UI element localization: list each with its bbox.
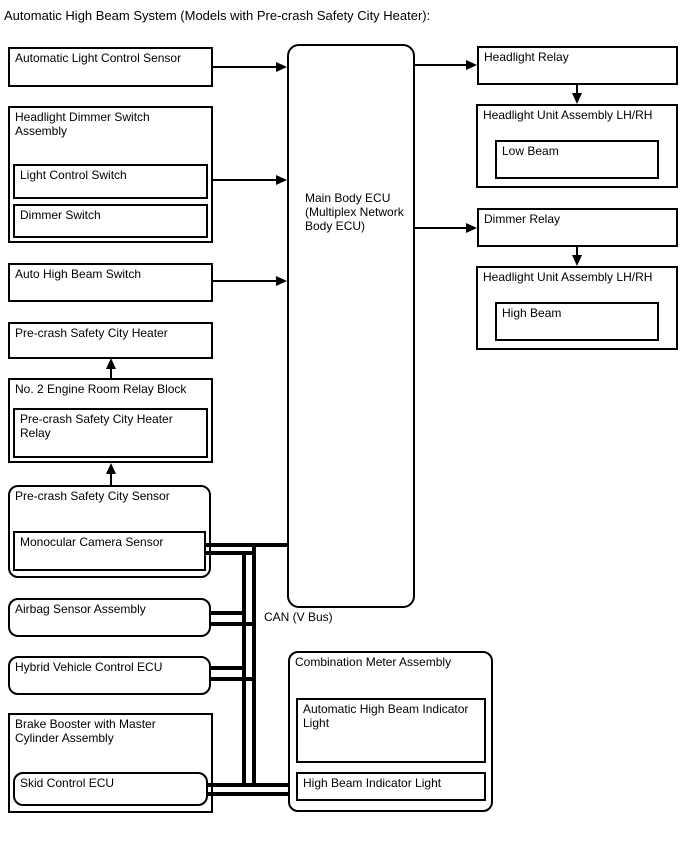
node-pre-crash-safety-city-sensor: Pre-crash Safety City Sensor Monocular C… bbox=[8, 485, 211, 578]
can-bus-hybrid-upper bbox=[211, 666, 246, 670]
can-bus-airbag-lower bbox=[211, 622, 256, 626]
arrowhead-right-icon bbox=[466, 223, 477, 233]
node-brake-booster-with-master-cylinder-assembly: Brake Booster with Master Cylinder Assem… bbox=[8, 713, 213, 813]
node-light-control-switch-label: Light Control Switch bbox=[20, 168, 127, 182]
node-headlight-relay: Headlight Relay bbox=[477, 46, 678, 85]
node-headlight-dimmer-switch-assembly: Headlight Dimmer Switch Assembly Light C… bbox=[8, 106, 213, 243]
node-high-beam-indicator-light-label: High Beam Indicator Light bbox=[303, 776, 442, 790]
arrow-line bbox=[110, 367, 112, 378]
node-headlight-unit-assembly-high-label: Headlight Unit Assembly LH/RH bbox=[483, 270, 653, 284]
arrow-line bbox=[213, 179, 277, 181]
arrowhead-right-icon bbox=[276, 276, 287, 286]
node-monocular-camera-sensor: Monocular Camera Sensor bbox=[13, 531, 206, 571]
node-pre-crash-safety-city-heater-relay: Pre-crash Safety City Heater Relay bbox=[13, 408, 208, 458]
node-auto-high-beam-switch-label: Auto High Beam Switch bbox=[15, 267, 142, 281]
can-bus-label: CAN (V Bus) bbox=[264, 610, 333, 624]
node-headlight-unit-assembly-high: Headlight Unit Assembly LH/RH High Beam bbox=[476, 266, 678, 350]
node-main-body-ecu: Main Body ECU (Multiplex Network Body EC… bbox=[287, 44, 415, 608]
node-headlight-unit-assembly-low: Headlight Unit Assembly LH/RH Low Beam bbox=[476, 104, 678, 188]
node-airbag-sensor-assembly: Airbag Sensor Assembly bbox=[8, 598, 211, 637]
node-dimmer-relay: Dimmer Relay bbox=[477, 208, 678, 247]
arrow-line bbox=[415, 64, 467, 66]
node-skid-control-ecu-label: Skid Control ECU bbox=[20, 776, 115, 790]
can-bus-airbag-upper bbox=[211, 611, 246, 615]
arrow-line bbox=[110, 472, 112, 485]
node-pre-crash-safety-city-heater-relay-label: Pre-crash Safety City Heater Relay bbox=[20, 412, 173, 440]
can-bus-camera-lower bbox=[206, 551, 256, 555]
arrowhead-up-icon bbox=[106, 463, 116, 474]
node-headlight-unit-assembly-low-label: Headlight Unit Assembly LH/RH bbox=[483, 108, 653, 122]
node-combination-meter-assembly: Combination Meter Assembly Automatic Hig… bbox=[288, 651, 493, 812]
can-bus-trunk-right bbox=[252, 543, 256, 787]
node-dimmer-relay-label: Dimmer Relay bbox=[484, 212, 561, 226]
diagram-title: Automatic High Beam System (Models with … bbox=[4, 8, 431, 23]
node-pre-crash-safety-city-heater-label: Pre-crash Safety City Heater bbox=[15, 326, 168, 340]
node-skid-control-ecu: Skid Control ECU bbox=[13, 772, 208, 806]
can-bus-skid-upper bbox=[207, 783, 288, 787]
node-pre-crash-safety-city-heater: Pre-crash Safety City Heater bbox=[8, 322, 213, 359]
node-headlight-relay-label: Headlight Relay bbox=[484, 50, 569, 64]
node-automatic-high-beam-indicator-light-label: Automatic High Beam Indicator Light bbox=[303, 702, 469, 730]
node-monocular-camera-sensor-label: Monocular Camera Sensor bbox=[20, 535, 164, 549]
arrowhead-right-icon bbox=[276, 175, 287, 185]
node-light-control-switch: Light Control Switch bbox=[13, 164, 208, 199]
arrow-line bbox=[213, 66, 277, 68]
node-dimmer-switch-label: Dimmer Switch bbox=[20, 208, 101, 222]
node-dimmer-switch: Dimmer Switch bbox=[13, 204, 208, 238]
node-auto-high-beam-switch: Auto High Beam Switch bbox=[8, 263, 213, 302]
node-combination-meter-assembly-label: Combination Meter Assembly bbox=[295, 655, 452, 669]
arrow-line bbox=[213, 280, 277, 282]
node-pre-crash-safety-city-sensor-label: Pre-crash Safety City Sensor bbox=[15, 489, 170, 503]
node-low-beam-label: Low Beam bbox=[502, 144, 559, 158]
arrowhead-down-icon bbox=[572, 93, 582, 104]
node-no2-engine-room-relay-block-label: No. 2 Engine Room Relay Block bbox=[15, 382, 187, 396]
node-high-beam-label: High Beam bbox=[502, 306, 562, 320]
node-main-body-ecu-label: Main Body ECU (Multiplex Network Body EC… bbox=[305, 191, 404, 233]
arrowhead-right-icon bbox=[276, 62, 287, 72]
node-automatic-high-beam-indicator-light: Automatic High Beam Indicator Light bbox=[296, 698, 486, 763]
node-high-beam: High Beam bbox=[495, 302, 659, 341]
arrowhead-down-icon bbox=[572, 255, 582, 266]
arrow-line bbox=[576, 85, 578, 95]
node-no2-engine-room-relay-block: No. 2 Engine Room Relay Block Pre-crash … bbox=[8, 378, 213, 463]
can-bus-skid-lower bbox=[207, 792, 288, 796]
node-brake-booster-with-master-cylinder-assembly-label: Brake Booster with Master Cylinder Assem… bbox=[15, 717, 156, 745]
node-hybrid-vehicle-control-ecu: Hybrid Vehicle Control ECU bbox=[8, 656, 211, 695]
can-bus-camera-upper bbox=[206, 543, 287, 547]
node-automatic-light-control-sensor: Automatic Light Control Sensor bbox=[8, 47, 213, 87]
arrowhead-up-icon bbox=[106, 358, 116, 369]
node-airbag-sensor-assembly-label: Airbag Sensor Assembly bbox=[15, 602, 146, 616]
node-low-beam: Low Beam bbox=[495, 140, 659, 179]
arrowhead-right-icon bbox=[466, 60, 477, 70]
node-high-beam-indicator-light: High Beam Indicator Light bbox=[296, 772, 486, 801]
node-hybrid-vehicle-control-ecu-label: Hybrid Vehicle Control ECU bbox=[15, 660, 163, 674]
node-headlight-dimmer-switch-assembly-label: Headlight Dimmer Switch Assembly bbox=[15, 110, 150, 138]
node-automatic-light-control-sensor-label: Automatic Light Control Sensor bbox=[15, 51, 182, 65]
arrow-line bbox=[576, 247, 578, 257]
arrow-line bbox=[415, 227, 467, 229]
can-bus-hybrid-lower bbox=[211, 677, 256, 681]
